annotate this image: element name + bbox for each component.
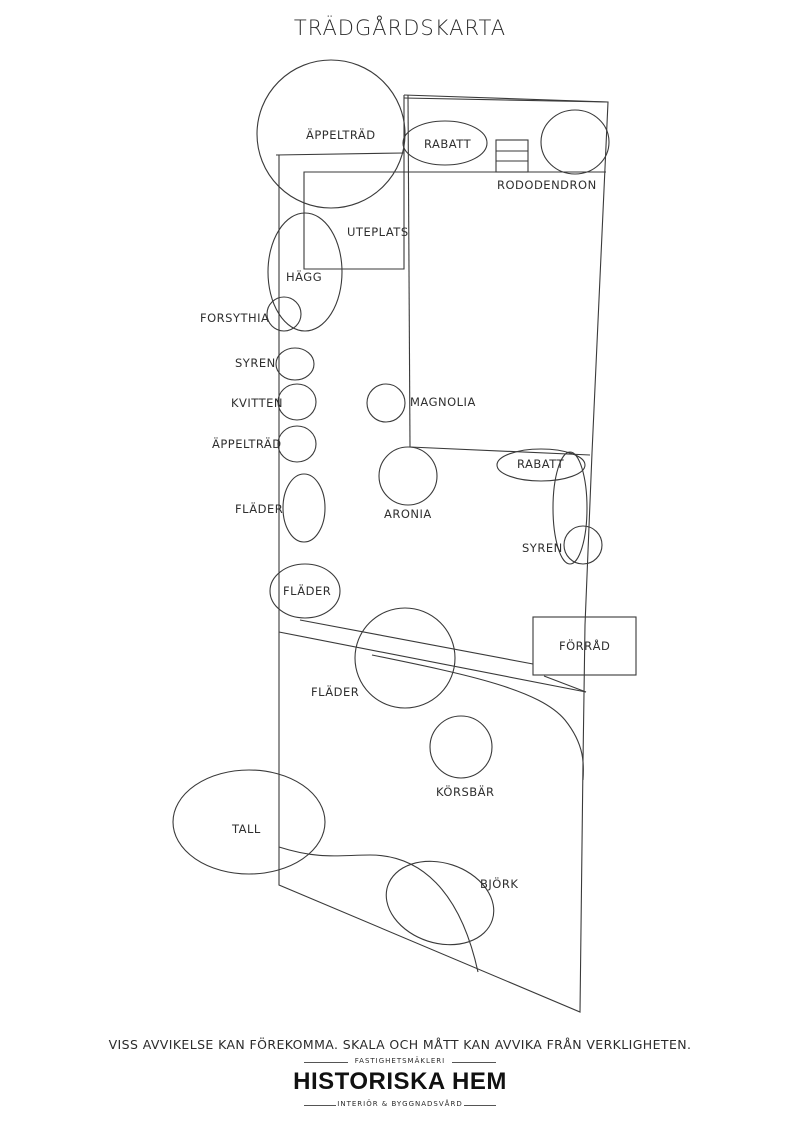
shed (532, 616, 637, 676)
brand-tagline-bottom: INTERIÖR & BYGGNADSVÅRD (337, 1100, 463, 1108)
rabatt-right-bed (496, 448, 586, 482)
terrace-line (409, 446, 591, 456)
label-magnolia: MAGNOLIA (410, 395, 476, 409)
house-top-line (403, 97, 608, 103)
label-tall: TALL (231, 822, 261, 836)
rododendron-bed (495, 139, 529, 173)
syren-left-shrub (275, 347, 315, 381)
brand-rule-right-top (452, 1062, 496, 1063)
property-boundary (278, 94, 609, 1013)
brand-rule-left-bottom (304, 1105, 336, 1106)
brand-tagline-top: FASTIGHETSMÄKLERI (354, 1057, 446, 1065)
tall-tree (172, 769, 326, 875)
syren-right-shrub-tall (552, 451, 588, 565)
label-forrad: FÖRRÅD (559, 637, 610, 653)
house-outline (303, 95, 606, 270)
aronia-shrub (378, 446, 438, 506)
top-edge-line (275, 152, 405, 156)
label-bjork: BJÖRK (480, 875, 518, 891)
apple-tree-top-canopy (256, 59, 406, 209)
hagg-tree (267, 212, 343, 332)
apple-tree-left (277, 425, 317, 463)
label-hagg: HÄGG (286, 269, 322, 284)
flader-3-tree (354, 607, 456, 709)
label-rododendron: RODODENDRON (497, 178, 597, 192)
label-uteplats: UTEPLATS (347, 225, 409, 239)
label-rabatt-top: RABATT (424, 137, 472, 151)
flader-1-shrub (282, 473, 326, 543)
brand-logo-name: HISTORISKA HEM (293, 1068, 507, 1095)
divider-line (543, 675, 587, 693)
label-appeltrad-left: ÄPPELTRÄD (212, 436, 282, 451)
syren-right-shrub-round (563, 525, 603, 565)
label-kvitten: KVITTEN (231, 396, 283, 410)
label-flader-2: FLÄDER (283, 583, 331, 598)
divider-line (278, 631, 587, 693)
label-rabatt-right: RABATT (517, 457, 565, 471)
bjork-tree (385, 860, 495, 946)
brand-rule-right-bottom (464, 1105, 496, 1106)
rododendron-shrub (540, 109, 610, 175)
brand-rule-left-top (304, 1062, 348, 1063)
page-title: TRÄDGÅRDSKARTA (293, 16, 507, 40)
korsbar-tree (429, 715, 493, 779)
winding-path (278, 846, 479, 973)
label-syren-left: SYREN (235, 356, 276, 370)
label-forsythia: FORSYTHIA (200, 311, 269, 325)
label-flader-1: FLÄDER (235, 501, 283, 516)
disclaimer-text: VISS AVVIKELSE KAN FÖREKOMMA. SKALA OCH … (108, 1037, 692, 1052)
label-aronia: ARONIA (384, 507, 432, 521)
rabatt-top-bed (402, 120, 488, 166)
kvitten-shrub (277, 383, 317, 421)
label-syren-right: SYREN (522, 541, 563, 555)
label-appeltrad-top: ÄPPELTRÄD (306, 127, 376, 142)
divider-line (299, 619, 534, 665)
curved-path (371, 654, 584, 781)
magnolia-tree (366, 383, 406, 423)
label-korsbar: KÖRSBÄR (436, 783, 495, 799)
flader-2-shrub (269, 563, 341, 619)
label-flader-3: FLÄDER (311, 684, 359, 699)
forsythia-shrub (266, 296, 302, 332)
